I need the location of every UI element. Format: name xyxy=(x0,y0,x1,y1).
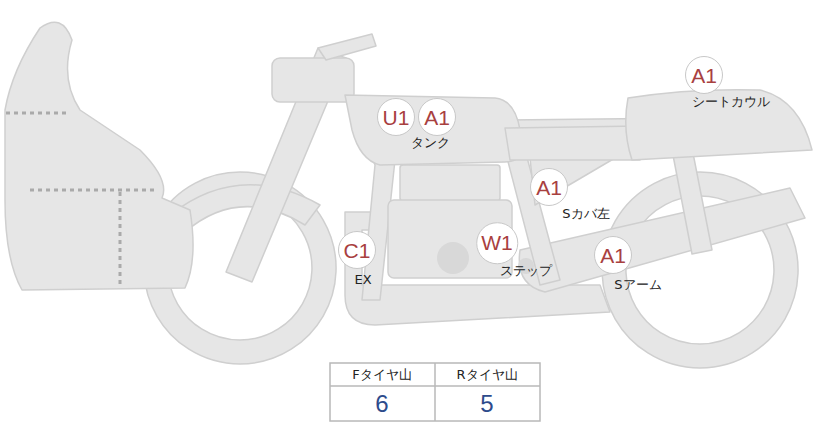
callout-code: A1 xyxy=(536,177,562,198)
callout-circle: A1 xyxy=(418,98,456,136)
part-name: シートカウル xyxy=(692,95,770,109)
callout-circle: W1 xyxy=(476,222,518,264)
front-fairing xyxy=(5,22,193,290)
seat xyxy=(505,126,640,160)
callout-code: A1 xyxy=(424,107,450,128)
part-name: タンク xyxy=(411,136,450,150)
fuel-tank xyxy=(345,95,522,165)
handlebar xyxy=(318,34,376,60)
seat-cowl xyxy=(626,90,812,160)
callout-code: A1 xyxy=(691,65,717,86)
callout-circle: A1 xyxy=(530,168,568,206)
callout-circle: C1 xyxy=(338,231,376,269)
table-header: Rタイヤ山 xyxy=(456,368,517,382)
callout-circle: U1 xyxy=(377,98,415,136)
callout-code: C1 xyxy=(344,240,371,261)
table-value: 6 xyxy=(375,391,388,417)
engine-top xyxy=(400,165,500,201)
part-name: EX xyxy=(354,273,371,287)
table-value: 5 xyxy=(480,391,493,417)
callout-code: W1 xyxy=(481,233,513,254)
fairing-seams xyxy=(6,113,158,288)
part-name: Sカバ左 xyxy=(562,207,609,221)
part-name: ステップ xyxy=(500,264,552,278)
part-name: Sアーム xyxy=(614,278,661,292)
tire-table xyxy=(330,363,540,421)
table-header: Fタイヤ山 xyxy=(352,368,411,382)
rear-shock xyxy=(672,148,712,254)
callout-circle: A1 xyxy=(594,236,632,274)
callout-code: A1 xyxy=(600,245,626,266)
swing-arm xyxy=(519,188,805,292)
side-cover xyxy=(530,158,615,205)
headstock xyxy=(272,58,354,102)
callout-circle: A1 xyxy=(685,56,723,94)
engine-block xyxy=(388,200,512,278)
callout-code: U1 xyxy=(383,107,410,128)
